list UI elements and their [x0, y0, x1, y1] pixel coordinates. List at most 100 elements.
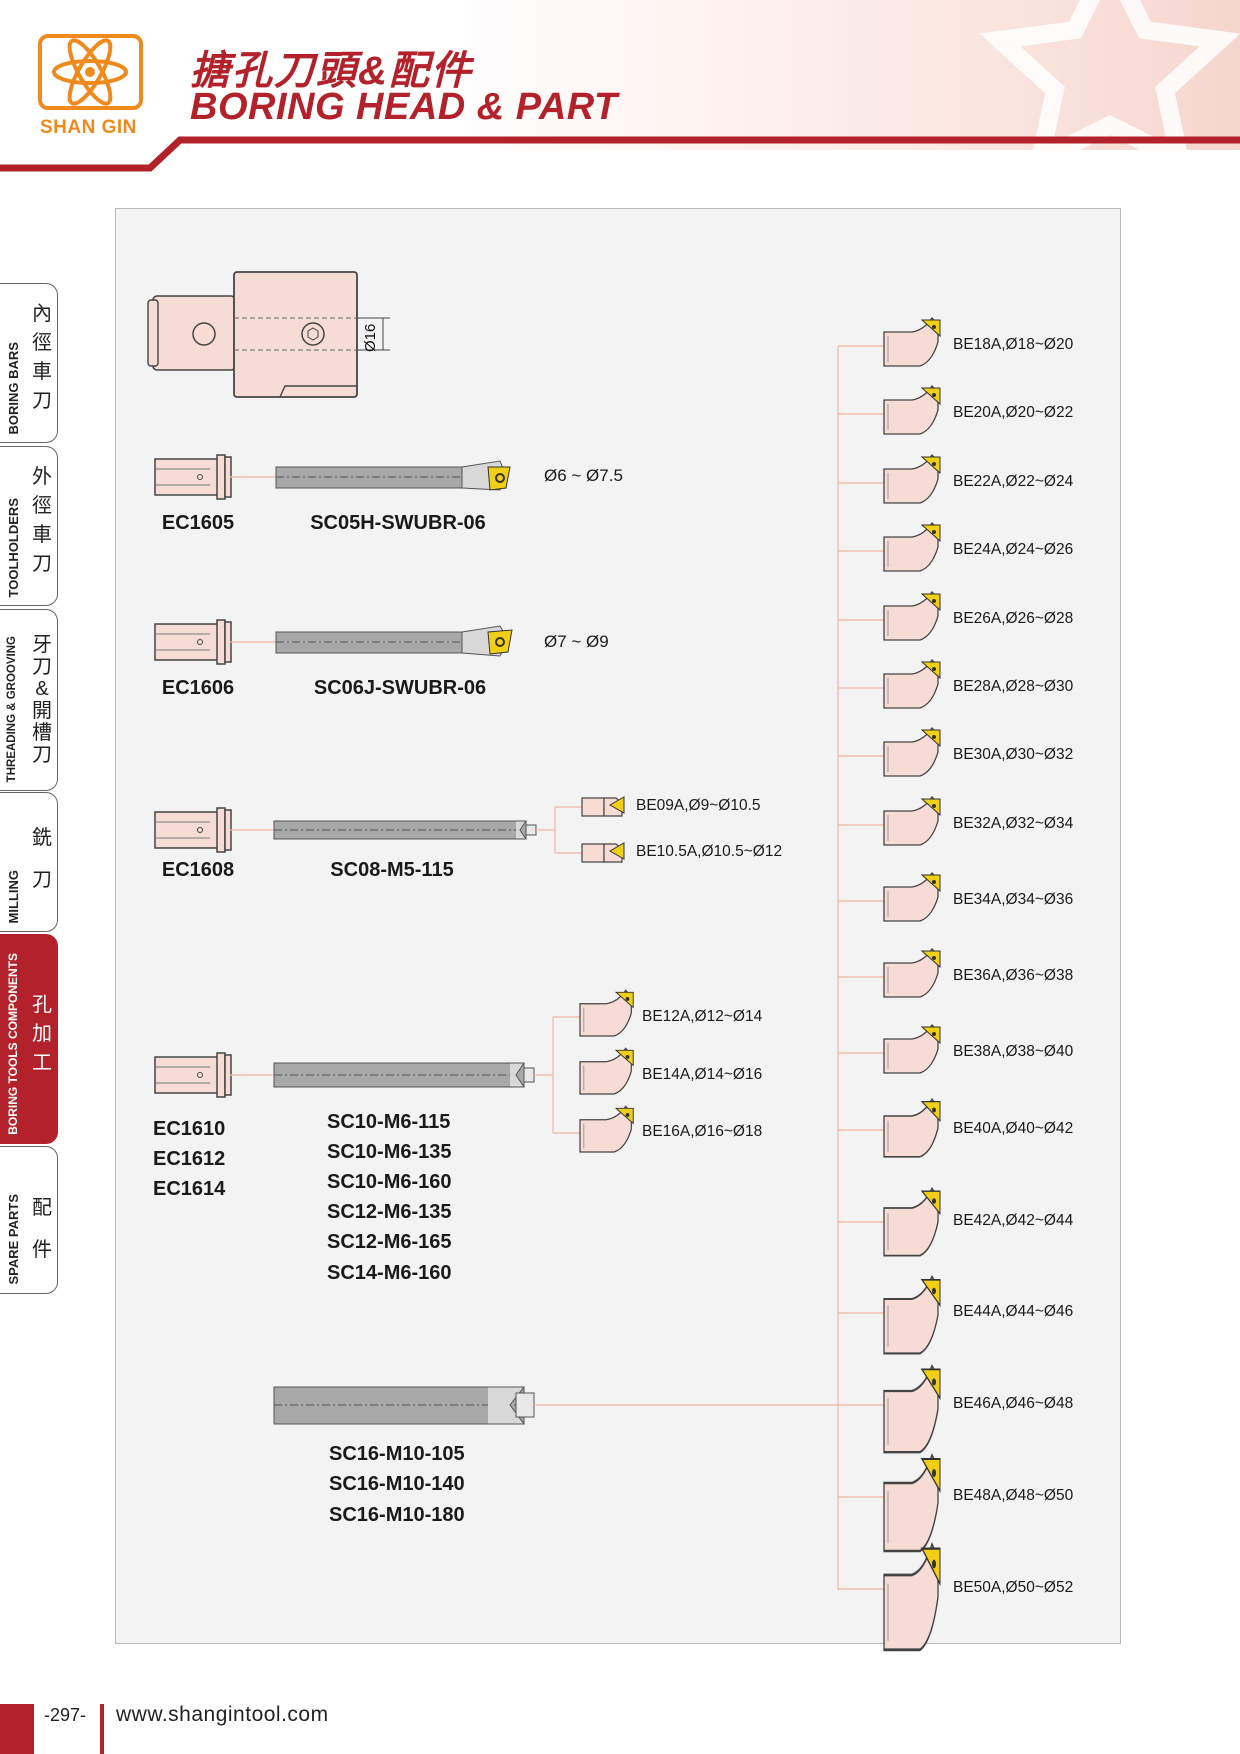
holder-dimension-label: Ø16: [362, 324, 379, 352]
bore-range: Ø7 ~ Ø9: [544, 632, 609, 651]
bar-label: SC14-M6-160: [327, 1262, 452, 1284]
sleeve-ec1608: [154, 807, 232, 853]
footer-accent: [0, 1704, 34, 1754]
head-be105a: [581, 842, 625, 863]
head-label: BE44A,Ø44~Ø46: [953, 1303, 1074, 1320]
sleeve-label: EC1612: [153, 1148, 226, 1170]
head-be16a: [579, 1105, 634, 1153]
brand-logo: [38, 34, 143, 110]
sleeve-ec1610: [154, 1052, 232, 1098]
head-label: BE26A,Ø26~Ø28: [953, 610, 1074, 627]
bar-label: SC12-M6-165: [327, 1231, 452, 1253]
boring-head-9: [883, 872, 941, 922]
head-label: BE32A,Ø32~Ø34: [953, 815, 1074, 832]
head-label: BE18A,Ø18~Ø20: [953, 336, 1074, 353]
boring-head-6: [883, 659, 941, 709]
tab-label-zh: 配件: [32, 1197, 52, 1261]
sleeve-label: EC1610: [153, 1118, 226, 1140]
tab-boring-tools-components[interactable]: BORING TOOLS COMPONENTS 孔加工: [0, 934, 58, 1144]
boring-head-13: [883, 1187, 941, 1257]
bar-label: SC05H-SWUBR-06: [310, 512, 486, 534]
boring-head-8: [883, 796, 941, 846]
head-label: BE42A,Ø42~Ø44: [953, 1212, 1074, 1229]
tab-label-zh: 牙刀&開槽刀: [32, 634, 52, 766]
head-label: BE48A,Ø48~Ø50: [953, 1487, 1074, 1504]
brand-name: SHAN GIN: [40, 117, 137, 138]
bar-label: SC10-M6-135: [327, 1141, 452, 1163]
bar-label: SC08-M5-115: [330, 859, 454, 881]
head-label: BE24A,Ø24~Ø26: [953, 541, 1074, 558]
head-label: BE34A,Ø34~Ø36: [953, 891, 1074, 908]
head-label: BE46A,Ø46~Ø48: [953, 1395, 1074, 1412]
tab-spare-parts[interactable]: SPARE PARTS 配件: [0, 1146, 58, 1294]
tab-threading-grooving[interactable]: THREADING & GROOVING 牙刀&開槽刀: [0, 609, 58, 791]
page-title-zh: 搪孔刀頭&配件: [190, 49, 473, 93]
tab-label-zh: 孔加工: [32, 994, 52, 1074]
head-label: BE50A,Ø50~Ø52: [953, 1579, 1074, 1596]
footer-divider: [100, 1704, 104, 1754]
head-be09a: [581, 796, 625, 817]
boring-head-12: [883, 1098, 941, 1158]
bore-range: Ø6 ~ Ø7.5: [544, 466, 623, 485]
sleeve-ec1606: [154, 619, 232, 665]
bar-label: SC10-M6-115: [327, 1111, 451, 1133]
boring-head-1: [883, 317, 941, 367]
bar-sc08: [273, 820, 537, 840]
bar-label: SC10-M6-160: [327, 1171, 452, 1193]
sleeve-label: EC1605: [161, 512, 235, 534]
tab-label-zh: 銑刀: [32, 827, 52, 891]
head-be14a: [579, 1047, 634, 1095]
page-title-en: BORING HEAD & PART: [190, 86, 618, 128]
boring-head-5: [883, 591, 941, 641]
tab-toolholders[interactable]: TOOLHOLDERS 外徑車刀: [0, 446, 58, 606]
bar-sc05h: [275, 460, 511, 491]
bar-label: SC16-M10-140: [329, 1473, 465, 1495]
boring-head-4: [883, 522, 941, 572]
sleeve-label: EC1606: [161, 677, 235, 699]
website-url: www.shangintool.com: [116, 1703, 329, 1726]
boring-head-14: [882, 1275, 942, 1355]
sc10-connector: [534, 1016, 580, 1134]
sc16-head-list: [838, 317, 942, 1652]
boring-head-15: [882, 1364, 942, 1454]
tab-label-zh: 外徑車刀: [32, 466, 52, 575]
sleeve-ec1605: [154, 454, 232, 500]
head-label: BE10.5A,Ø10.5~Ø12: [636, 843, 783, 860]
bar-label: SC06J-SWUBR-06: [313, 677, 487, 699]
bar-label: SC16-M10-105: [329, 1443, 465, 1465]
boring-head-16: [882, 1453, 942, 1553]
boring-head-17: [882, 1542, 942, 1652]
bar-sc10: [273, 1062, 535, 1088]
head-label: BE40A,Ø40~Ø42: [953, 1120, 1074, 1137]
atom-icon: [52, 38, 128, 106]
tab-milling[interactable]: MILLING 銑刀: [0, 792, 58, 932]
head-label: BE12A,Ø12~Ø14: [642, 1008, 763, 1025]
bar-label: SC16-M10-180: [329, 1504, 465, 1526]
tab-label-zh: 內徑車刀: [32, 303, 52, 412]
sc08-connector: [536, 806, 582, 854]
head-label: BE14A,Ø14~Ø16: [642, 1066, 763, 1083]
head-be12a: [579, 989, 634, 1037]
tab-boring-bars[interactable]: BORING BARS 內徑車刀: [0, 283, 58, 443]
head-label: BE38A,Ø38~Ø40: [953, 1043, 1074, 1060]
head-label: BE20A,Ø20~Ø22: [953, 404, 1074, 421]
head-label: BE28A,Ø28~Ø30: [953, 678, 1074, 695]
bar-sc16: [273, 1386, 535, 1425]
header-divider: [0, 136, 1240, 172]
head-label: BE09A,Ø9~Ø10.5: [636, 797, 761, 814]
head-label: BE22A,Ø22~Ø24: [953, 473, 1074, 490]
bar-sc06j: [275, 625, 513, 657]
boring-head-2: [883, 385, 941, 435]
main-holder-drawing: [147, 271, 390, 398]
sleeve-label: EC1608: [161, 859, 235, 881]
head-label: BE30A,Ø30~Ø32: [953, 746, 1074, 763]
boring-head-10: [883, 948, 941, 998]
head-label: BE36A,Ø36~Ø38: [953, 967, 1074, 984]
sleeve-label: EC1614: [153, 1178, 226, 1200]
page-number: -297-: [44, 1705, 87, 1725]
bar-label: SC12-M6-135: [327, 1201, 452, 1223]
boring-head-3: [883, 454, 941, 504]
boring-head-11: [883, 1024, 941, 1074]
header-star-decoration: [979, 0, 1240, 150]
